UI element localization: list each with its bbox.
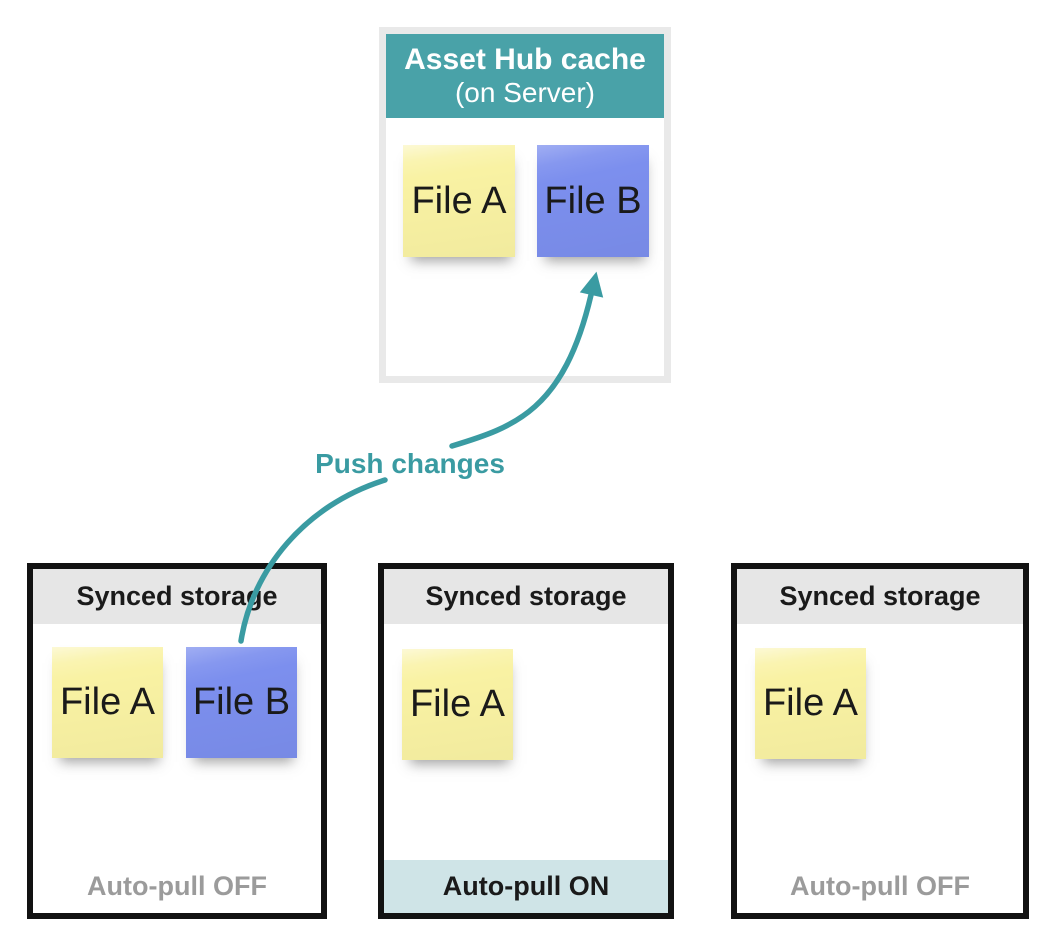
synced-storage-1-title: Synced storage	[76, 581, 278, 611]
storage-3-file-a-note: File A	[755, 648, 866, 759]
storage-2-auto-pull-label: Auto-pull ON	[442, 871, 610, 901]
synced-storage-3-title: Synced storage	[779, 581, 981, 611]
storage-1-file-b-note: File B	[186, 647, 297, 758]
hub-file-b-note: File B	[537, 145, 649, 257]
hub-file-b-label: File B	[544, 179, 642, 222]
synced-storage-1-header: Synced storage	[33, 569, 321, 624]
synced-storage-2-title: Synced storage	[425, 581, 627, 611]
storage-1-auto-pull-label: Auto-pull OFF	[87, 871, 267, 901]
push-changes-label: Push changes	[315, 448, 505, 479]
asset-hub-cache-subtitle: (on Server)	[454, 77, 596, 109]
storage-2-file-a-note: File A	[402, 649, 513, 760]
storage-1-file-a-label: File A	[59, 681, 156, 723]
storage-3-file-a-label: File A	[762, 682, 859, 724]
asset-hub-cache-title: Asset Hub cache	[404, 43, 646, 77]
synced-storage-2-header: Synced storage	[384, 569, 668, 624]
storage-3-auto-pull-label: Auto-pull OFF	[790, 871, 970, 901]
synced-storage-3-header: Synced storage	[737, 569, 1023, 624]
hub-file-a-note: File A	[403, 145, 515, 257]
storage-1-auto-pull-status: Auto-pull OFF	[33, 860, 321, 913]
asset-hub-cache-box: Asset Hub cache (on Server) File A File …	[379, 27, 671, 383]
storage-1-file-b-label: File B	[192, 681, 291, 723]
storage-2-file-a-label: File A	[409, 683, 506, 725]
hub-file-a-label: File A	[411, 179, 507, 222]
asset-hub-cache-header: Asset Hub cache (on Server)	[386, 34, 664, 118]
storage-2-auto-pull-status: Auto-pull ON	[384, 860, 668, 913]
synced-storage-box-1: Synced storage File A File B Auto-pull O…	[27, 563, 327, 919]
synced-storage-box-3: Synced storage File A Auto-pull OFF	[731, 563, 1029, 919]
storage-3-auto-pull-status: Auto-pull OFF	[737, 860, 1023, 913]
storage-1-file-a-note: File A	[52, 647, 163, 758]
synced-storage-box-2: Synced storage File A Auto-pull ON	[378, 563, 674, 919]
